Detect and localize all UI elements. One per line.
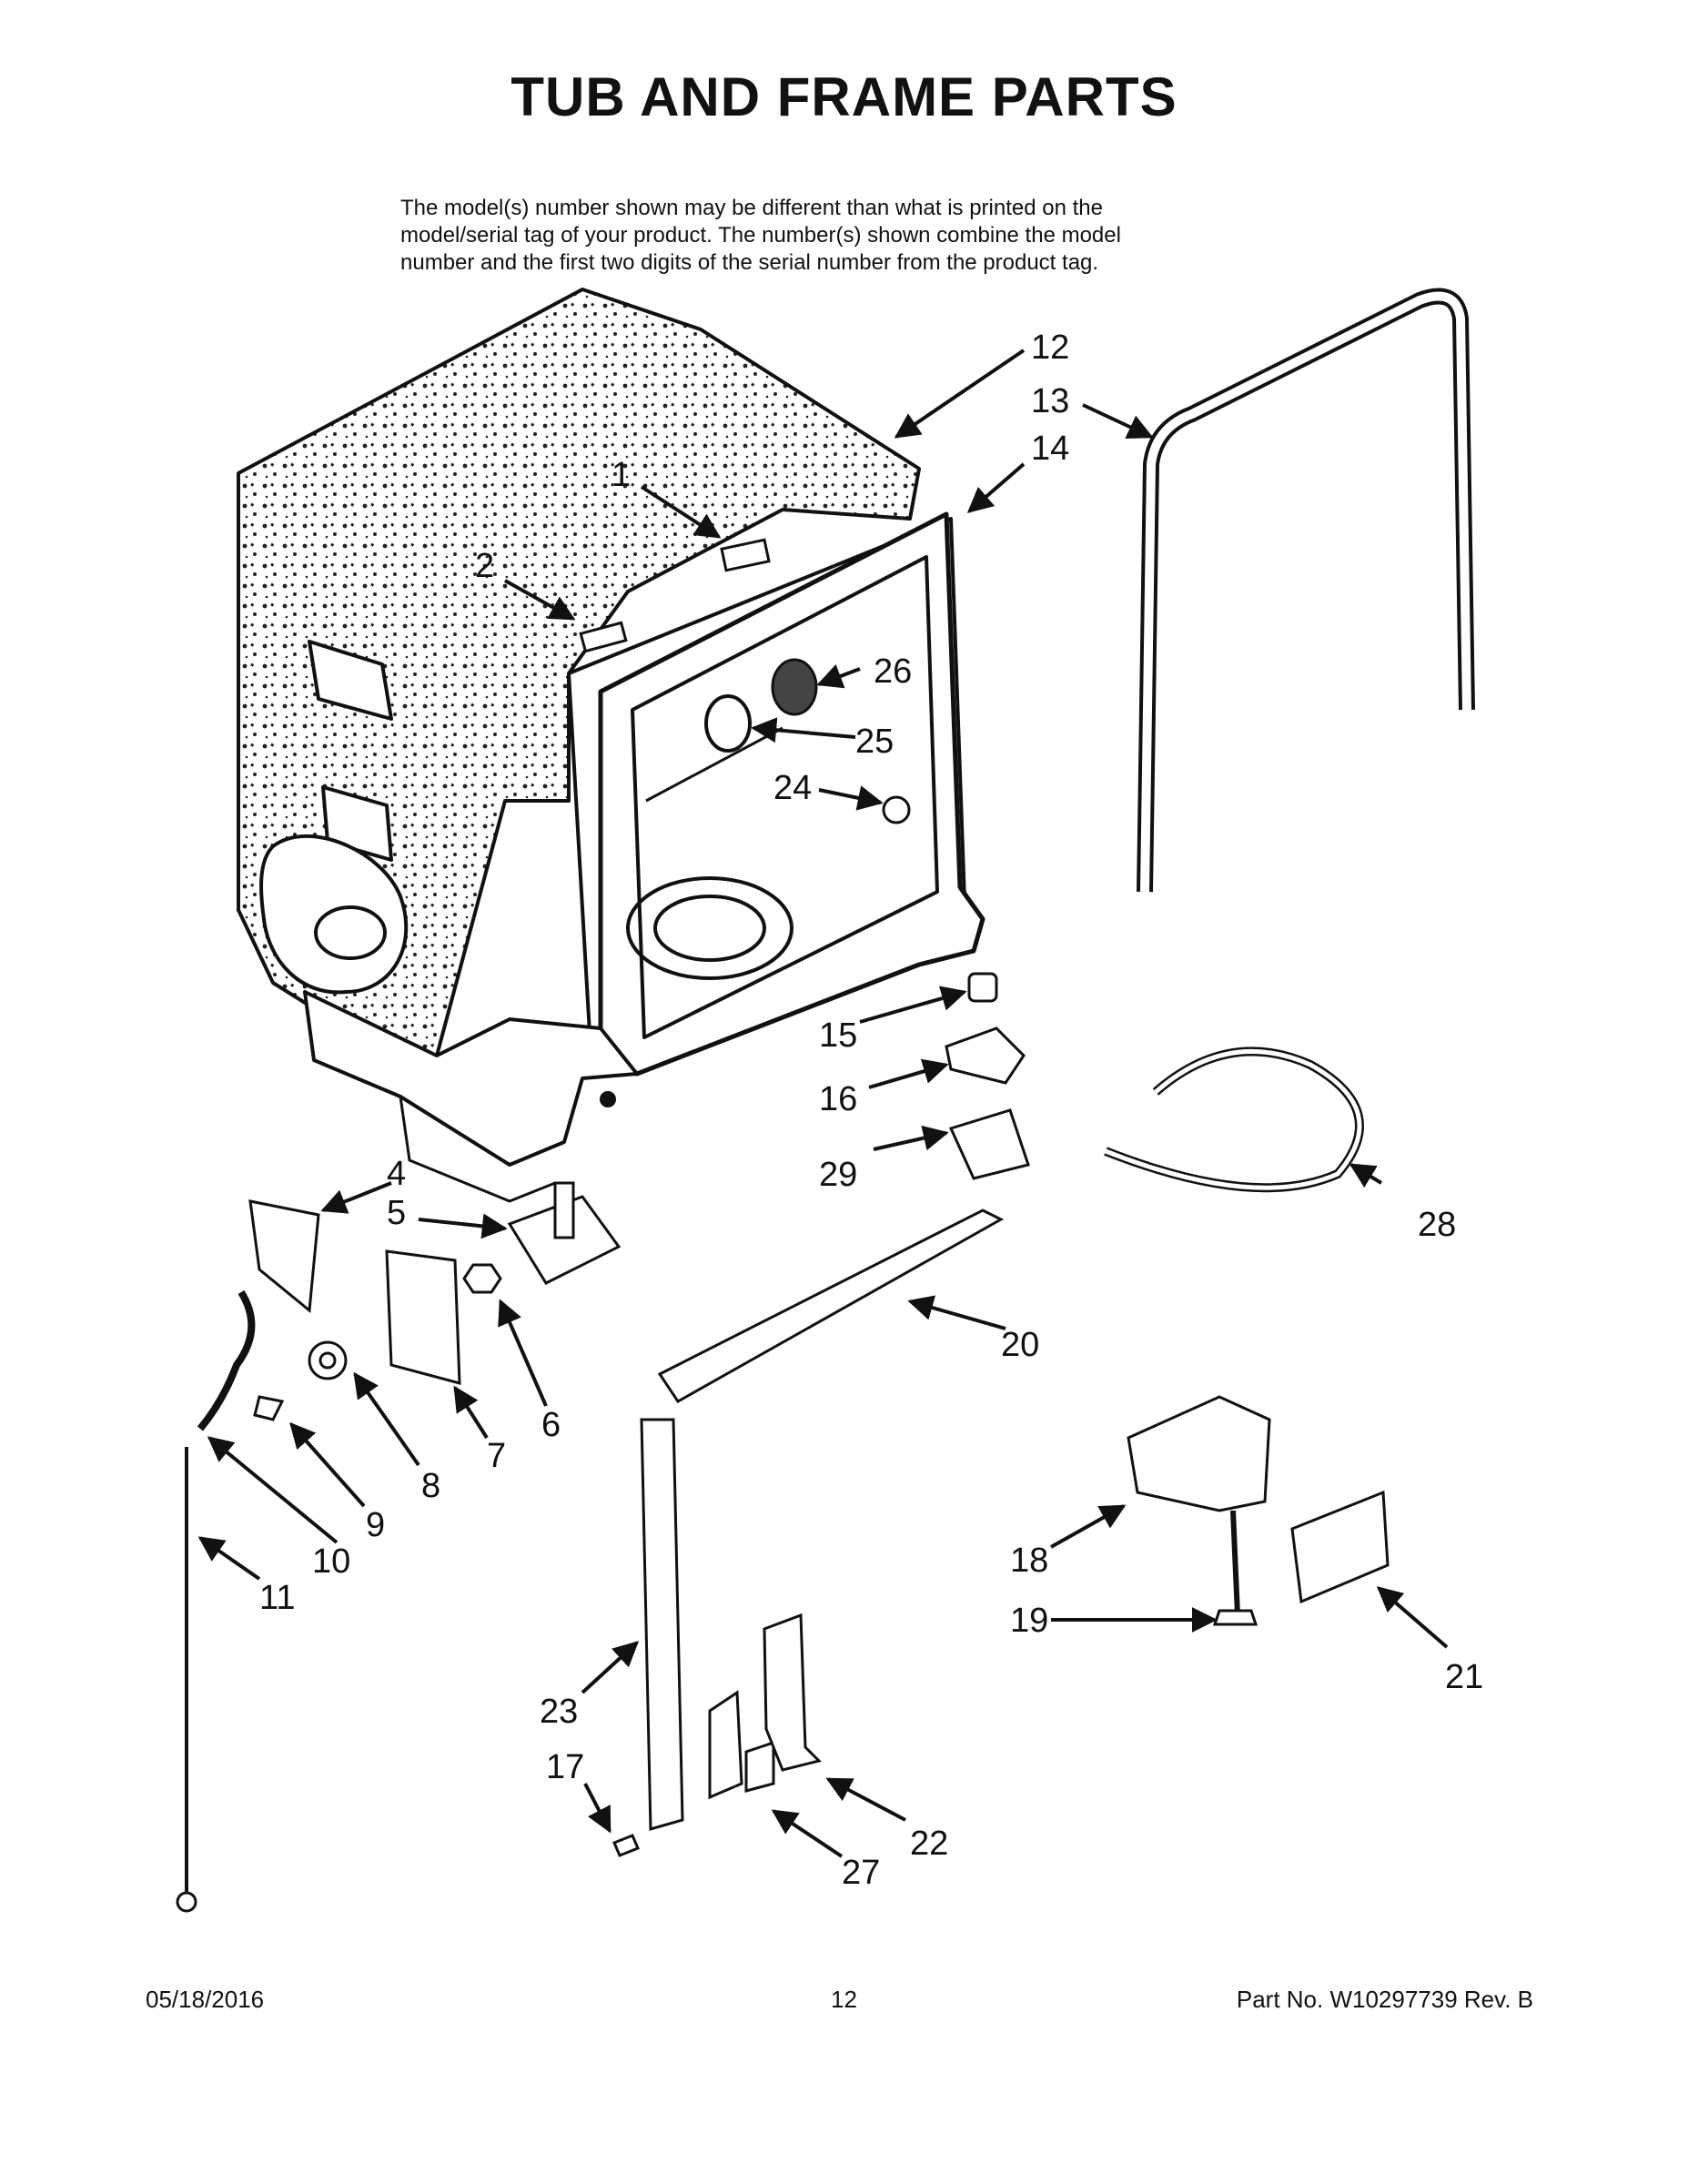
callout-23: 23 — [540, 1693, 578, 1731]
callout-7: 7 — [487, 1437, 506, 1475]
callout-25: 25 — [855, 723, 894, 761]
callout-4: 4 — [387, 1155, 406, 1193]
callout-22: 22 — [910, 1825, 948, 1863]
callout-9: 9 — [366, 1506, 385, 1544]
model-number-note: The model(s) number shown may be differe… — [400, 195, 1310, 277]
footer-part-number: Part No. W10297739 Rev. B — [1236, 1986, 1533, 2013]
part-22-bracket — [763, 1613, 822, 1772]
part-16-bracket — [945, 1026, 1026, 1085]
part-18-bracket — [1127, 1395, 1271, 1512]
callout-8: 8 — [421, 1467, 440, 1505]
part-25-gasket — [704, 694, 752, 753]
tub-assembly — [237, 288, 986, 1203]
part-15-sensor — [967, 972, 998, 1003]
part-24-fitting — [882, 795, 911, 824]
footer-page-number: 12 — [831, 1986, 857, 2013]
callout-17: 17 — [546, 1748, 584, 1786]
part-21-cover — [1290, 1490, 1390, 1604]
footer-date: 05/18/2016 — [146, 1986, 265, 2013]
part-6-nut — [462, 1263, 502, 1294]
part-7-bracket — [385, 1249, 461, 1385]
tub-front-frame-inner — [631, 555, 939, 1039]
callout-labels: 1 2 4 5 6 7 8 9 10 11 12 13 14 15 16 17 … — [259, 329, 1483, 1892]
tub-base — [303, 990, 639, 1167]
right-hardware — [1127, 1395, 1390, 1626]
callout-13: 13 — [1031, 382, 1069, 420]
note-line: number and the first two digits of the s… — [400, 250, 1099, 275]
callout-5: 5 — [387, 1194, 406, 1232]
callout-2: 2 — [475, 547, 494, 585]
callout-16: 16 — [819, 1080, 857, 1118]
left-hardware — [176, 1181, 622, 1913]
callout-26: 26 — [874, 652, 912, 691]
page-title: TUB AND FRAME PARTS — [510, 66, 1178, 127]
part-2-clip — [579, 621, 628, 653]
part-10-spring — [197, 1289, 256, 1431]
callout-24: 24 — [773, 769, 812, 807]
part-9-screw — [253, 1395, 285, 1421]
part-17-screw — [612, 1834, 640, 1857]
callout-15: 15 — [819, 1016, 857, 1055]
note-line: The model(s) number shown may be differe… — [400, 196, 1103, 220]
callout-18: 18 — [1010, 1542, 1048, 1580]
callout-19: 19 — [1010, 1602, 1048, 1640]
part-19-leveler — [1230, 1510, 1240, 1616]
callout-6: 6 — [541, 1406, 561, 1444]
callout-14: 14 — [1031, 430, 1069, 468]
part-29-bracket — [948, 1108, 1030, 1180]
callout-29: 29 — [819, 1156, 857, 1194]
part-1-clip — [720, 538, 771, 572]
part-27-block — [708, 1690, 743, 1800]
callout-10: 10 — [312, 1542, 350, 1581]
part-26-vent — [771, 658, 818, 716]
part-4-plate — [248, 1199, 320, 1313]
tub-sump — [626, 876, 793, 980]
callout-1: 1 — [612, 456, 631, 494]
part-23-side-rail — [640, 1418, 684, 1831]
part-15-16-29 — [945, 972, 1030, 1180]
blanket-opening — [314, 905, 387, 960]
callout-28: 28 — [1418, 1206, 1456, 1244]
part-20-rail — [657, 1208, 1005, 1403]
callout-leaders — [197, 349, 1449, 1858]
part-13-door-gasket — [1137, 288, 1475, 893]
callout-11: 11 — [259, 1579, 295, 1617]
callout-12: 12 — [1031, 329, 1069, 367]
callout-21: 21 — [1445, 1658, 1483, 1696]
callout-20: 20 — [1001, 1326, 1039, 1364]
callout-27: 27 — [842, 1854, 880, 1892]
blanket-cutout — [308, 640, 393, 721]
note-line: model/serial tag of your product. The nu… — [400, 223, 1121, 248]
